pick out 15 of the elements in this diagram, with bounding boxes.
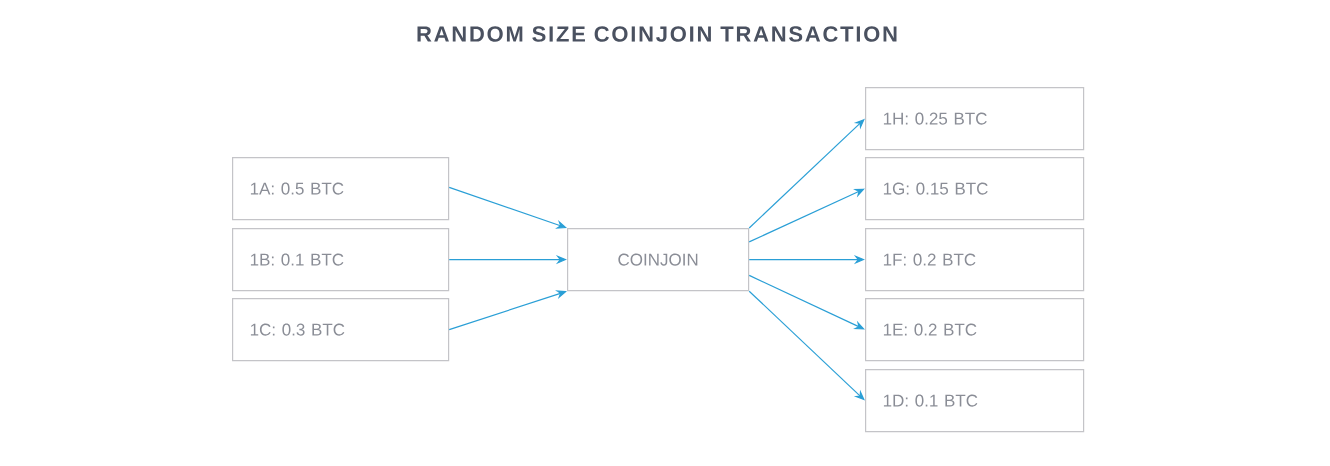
- address-box: 1F: 0.2 BTC: [865, 228, 1085, 292]
- address-box: 1E: 0.2 BTC: [865, 298, 1085, 362]
- address-box: 1B: 0.1 BTC: [232, 228, 450, 292]
- address-box: 1D: 0.1 BTC: [865, 369, 1085, 433]
- transaction-box: COINJOIN: [567, 228, 750, 292]
- arrow: [448, 186, 567, 229]
- address-box: 1G: 0.15 BTC: [865, 157, 1085, 221]
- arrow: [748, 290, 865, 401]
- arrow: [748, 188, 865, 243]
- address-box: 1A: 0.5 BTC: [232, 157, 450, 221]
- address-box: 1H: 0.25 BTC: [865, 87, 1085, 151]
- address-box: 1C: 0.3 BTC: [232, 298, 450, 362]
- arrow: [748, 274, 865, 330]
- arrow: [448, 290, 567, 331]
- title: RANDOM SIZE COINJOIN TRANSACTION: [417, 26, 897, 42]
